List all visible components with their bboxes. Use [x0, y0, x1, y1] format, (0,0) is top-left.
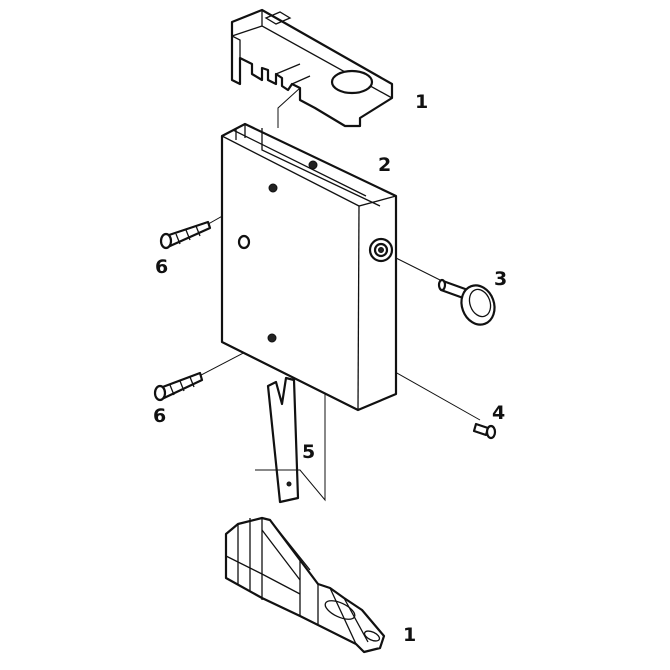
label-part-6-lower: 6: [153, 405, 166, 427]
small-screw-part: [472, 422, 497, 440]
label-part-4: 4: [492, 402, 505, 424]
label-part-1-top: 1: [415, 91, 428, 113]
bottom-bracket-part: [224, 516, 386, 654]
top-bracket-part: [230, 8, 394, 128]
screw-lower-part: [153, 371, 204, 402]
knob-part: [437, 278, 496, 326]
latch-plate-part: [258, 376, 300, 504]
label-part-1-bottom: 1: [403, 624, 416, 646]
label-part-3: 3: [494, 268, 507, 290]
label-part-6-upper: 6: [155, 256, 168, 278]
screw-upper-part: [159, 220, 212, 250]
housing-part: [220, 122, 398, 412]
label-part-5: 5: [302, 441, 315, 463]
part-labels: 1 2 3 4 5 6 6 1: [153, 91, 507, 646]
label-part-2: 2: [378, 154, 391, 176]
